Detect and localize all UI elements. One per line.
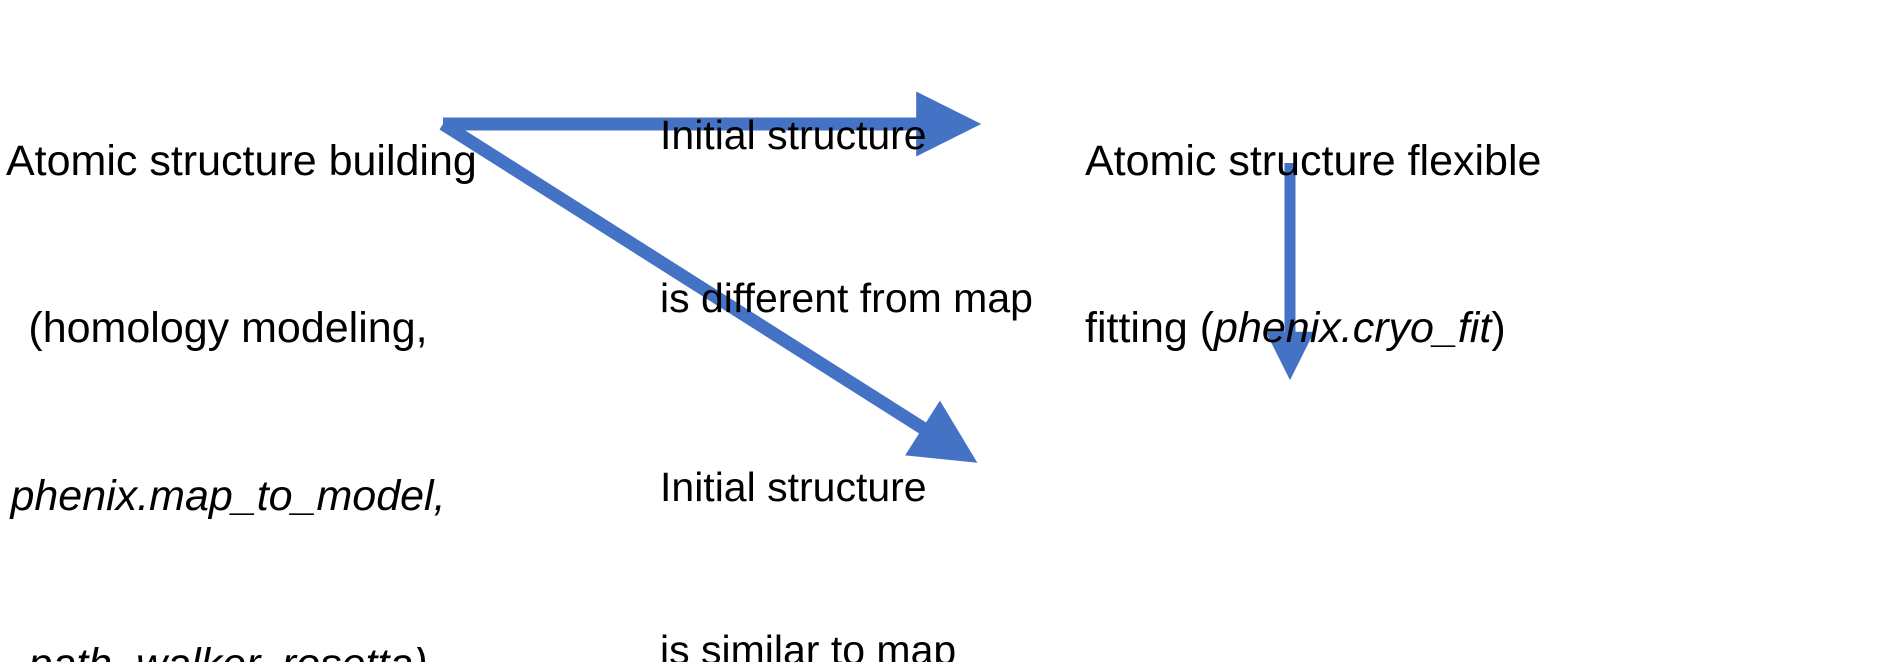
edge-label-similar-line-2: is similar to map [660,626,957,662]
node-build-line-1: Atomic structure building [6,136,477,185]
node-atomic-structure-building: Atomic structure building (homology mode… [6,22,477,662]
node-build-line-4-italic: path_walker, rosetta) [28,640,427,662]
node-build-line-2: (homology modeling, [28,304,428,353]
edge-label-different-line-1: Initial structure [660,112,927,159]
node-flexible-fitting-line-1: Atomic structure flexible [1085,136,1542,185]
edge-label-similar-line-1: Initial structure [660,464,927,511]
node-flexible-fitting-line-2: fitting (phenix.cryo_fit) [1085,301,1645,357]
node-build-line-3: phenix.map_to_model, [10,472,446,521]
node-atomic-structure-flexible-fitting: Atomic structure flexible fitting (pheni… [1085,22,1645,469]
node-flexible-fitting-command: phenix.cryo_fit [1214,304,1492,353]
node-flexible-fitting-suffix: ) [1491,304,1506,353]
edge-label-different-line-2: is different from map [660,274,1033,321]
node-atomic-structure-refinement: Atomic structure refinement (phenix.real… [1280,550,1884,662]
edge-label-different-from-map: Initial structure is different from map [660,0,1060,433]
node-flexible-fitting-prefix: fitting ( [1085,304,1215,353]
edge-label-similar-to-map: Initial structure is similar to map [660,352,1060,662]
node-build-line-4: path_walker, rosetta) [6,637,450,662]
